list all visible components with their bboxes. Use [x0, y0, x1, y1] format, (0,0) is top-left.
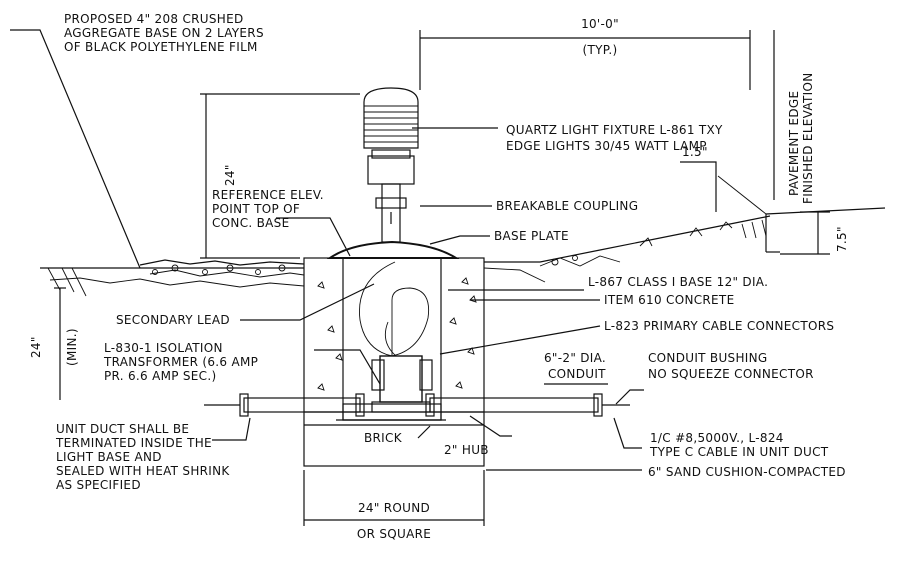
- dimension-24-min: [54, 287, 66, 400]
- leader-lines: [10, 29, 644, 471]
- bushing-label-2: NO SQUEEZE CONNECTOR: [648, 367, 814, 381]
- dimension-7-5: [780, 211, 830, 255]
- proposed-base-label-1: PROPOSED 4" 208 CRUSHED: [64, 12, 244, 26]
- bushing-label-1: CONDUIT BUSHING: [648, 351, 767, 365]
- dim-24-min-label: 24": [29, 336, 43, 358]
- aggregate-base-right: [483, 215, 771, 283]
- light-base-label: L-867 CLASS I BASE 12" DIA.: [588, 275, 768, 289]
- brick-label: BRICK: [364, 431, 403, 445]
- transformer-label-1: L-830-1 ISOLATION: [104, 341, 223, 355]
- ref-elev-label-1: REFERENCE ELEV.: [212, 188, 324, 202]
- unit-duct-label-3: LIGHT BASE AND: [56, 450, 162, 464]
- conduit-right: [425, 393, 630, 417]
- proposed-base-label-2: AGGREGATE BASE ON 2 LAYERS: [64, 26, 264, 40]
- conduit-label: CONDUIT: [548, 367, 606, 381]
- dimension-24-round: [303, 470, 485, 526]
- aggregate-base-left: [40, 259, 305, 297]
- spacing-label: 10'-0": [581, 17, 619, 31]
- secondary-lead-label: SECONDARY LEAD: [116, 313, 230, 327]
- base-plate: [326, 240, 460, 259]
- ref-elev-label-2: POINT TOP OF: [212, 202, 300, 216]
- conduit-dia-label: 6"-2" DIA.: [544, 351, 606, 365]
- cable-label-2: TYPE C CABLE IN UNIT DUCT: [649, 445, 829, 459]
- concrete-label: ITEM 610 CONCRETE: [604, 293, 734, 307]
- dim-7-5-label: 7.5": [835, 226, 849, 252]
- round-label-1: 24" ROUND: [358, 501, 430, 515]
- finished-elevation-label: FINISHED ELEVATION: [801, 73, 815, 205]
- dim-min-label: (MIN.): [65, 328, 79, 366]
- primary-connectors-label: L-823 PRIMARY CABLE CONNECTORS: [604, 319, 834, 333]
- ref-elev-label-3: CONC. BASE: [212, 216, 289, 230]
- pavement-edge-label: PAVEMENT EDGE: [787, 91, 801, 196]
- dim-24-top-label: 24": [223, 164, 237, 186]
- unit-duct-label-5: AS SPECIFIED: [56, 478, 141, 492]
- dimension-1-5: [680, 161, 717, 212]
- unit-duct-label-2: TERMINATED INSIDE THE: [55, 436, 212, 450]
- hub-label: 2" HUB: [444, 443, 489, 457]
- conduit-left: [204, 393, 365, 417]
- round-label-2: OR SQUARE: [357, 527, 431, 541]
- cable-label-1: 1/C #8,5000V., L-824: [650, 431, 784, 445]
- transformer-label-2: TRANSFORMER (6.6 AMP: [103, 355, 258, 369]
- breakable-coupling-label: BREAKABLE COUPLING: [496, 199, 638, 213]
- annotations: PROPOSED 4" 208 CRUSHED AGGREGATE BASE O…: [29, 12, 849, 541]
- spacing-typ-label: (TYP.): [582, 43, 617, 57]
- base-plate-label: BASE PLATE: [494, 229, 569, 243]
- isolation-transformer: [371, 355, 433, 403]
- unit-duct-label-1: UNIT DUCT SHALL BE: [56, 422, 189, 436]
- dimension-24-top: [200, 93, 360, 259]
- dimension-10ft: [419, 30, 751, 90]
- light-fixture: [363, 87, 419, 243]
- unit-duct-label-4: SEALED WITH HEAT SHRINK: [56, 464, 230, 478]
- fixture-label-2: EDGE LIGHTS 30/45 WATT LAMP: [506, 139, 707, 153]
- proposed-base-label-3: OF BLACK POLYETHYLENE FILM: [64, 40, 258, 54]
- sand-cushion-label: 6" SAND CUSHION-COMPACTED: [648, 465, 846, 479]
- dim-1-5-label: 1.5": [682, 145, 708, 159]
- transformer-label-3: PR. 6.6 AMP SEC.): [104, 369, 216, 383]
- pavement-slab: [717, 175, 886, 253]
- fixture-label-1: QUARTZ LIGHT FIXTURE L-861 TXY: [506, 123, 723, 137]
- cables: [358, 261, 430, 357]
